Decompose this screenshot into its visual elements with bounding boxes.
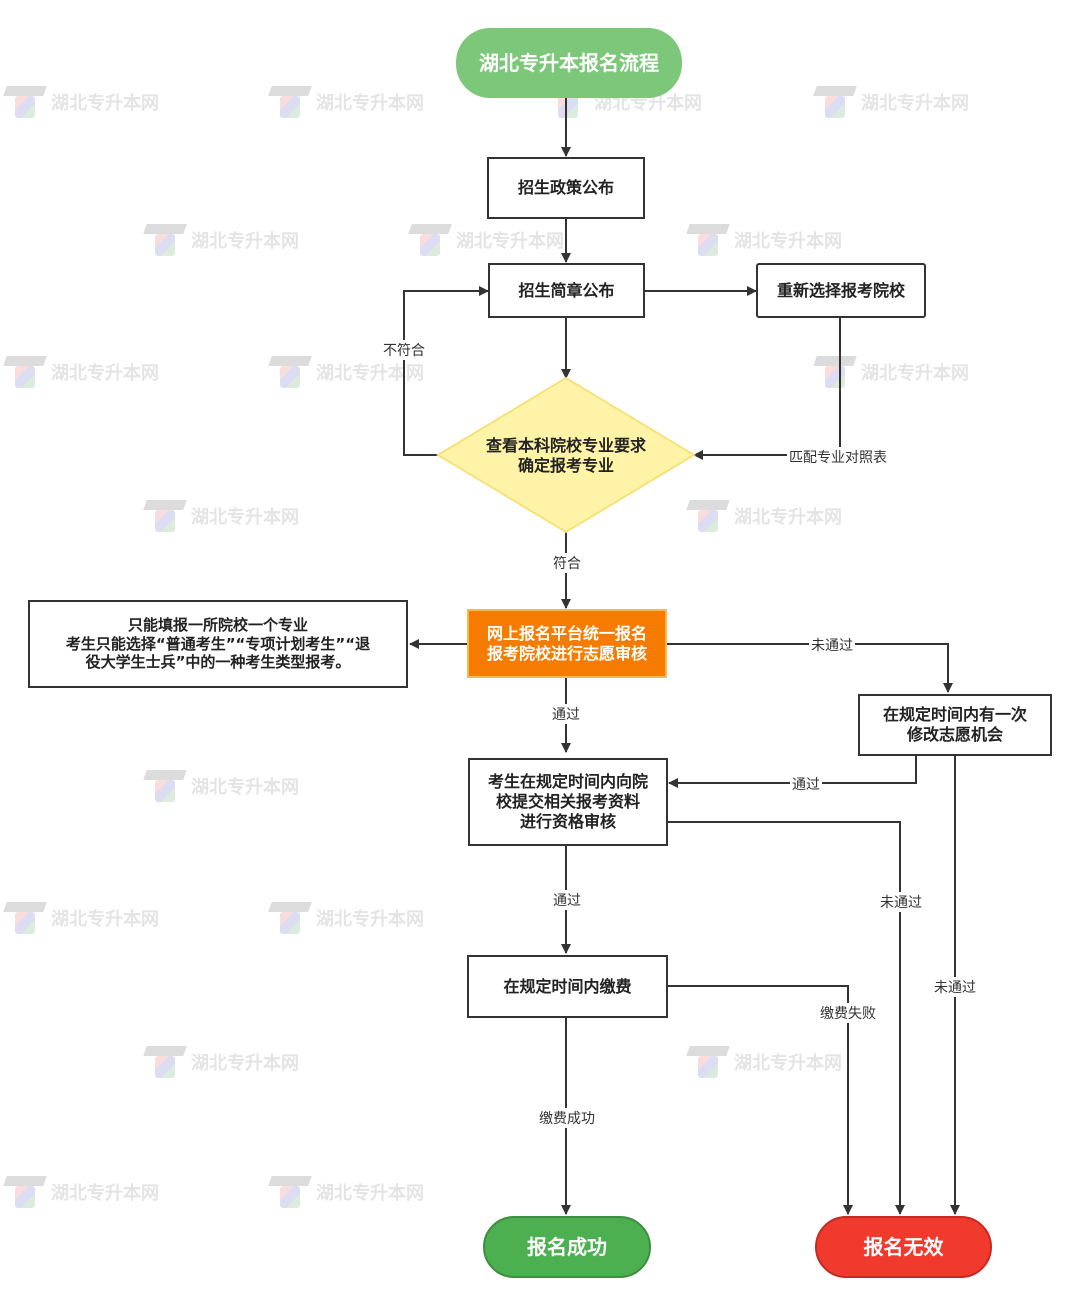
submit-line-1: 考生在规定时间内向院 xyxy=(487,772,648,791)
edge-submit-invalid xyxy=(667,821,905,1215)
reselect-text: 重新选择报考院校 xyxy=(776,280,905,300)
edge-modify-submit xyxy=(668,756,917,788)
note-line-3: 役大学生士兵”中的一种考生类型报考。 xyxy=(85,653,351,672)
online-line-2: 报考院校进行志愿审核 xyxy=(486,643,647,663)
brochure-text: 招生简章公布 xyxy=(518,280,615,300)
modify-line-1: 在规定时间内有一次 xyxy=(882,705,1027,724)
success-text: 报名成功 xyxy=(527,1234,607,1259)
online-line-1: 网上报名平台统一报名 xyxy=(486,623,647,643)
check-node: 查看本科院校专业要求 确定报考专业 xyxy=(466,432,666,480)
label-pay-fail: 缴费失败 xyxy=(818,1003,878,1023)
note-line-2: 考生只能选择“普通考生”“专项计划考生”“退 xyxy=(65,634,371,653)
check-line-2: 确定报考专业 xyxy=(517,456,614,475)
label-pass-online: 通过 xyxy=(550,704,582,724)
brochure-node: 招生简章公布 xyxy=(488,263,645,318)
title-node: 湖北专升本报名流程 xyxy=(456,28,682,98)
success-node: 报名成功 xyxy=(483,1216,651,1278)
label-pass-modify: 通过 xyxy=(790,774,822,794)
label-pass-submit: 通过 xyxy=(551,890,583,910)
reselect-node: 重新选择报考院校 xyxy=(756,263,926,318)
label-not-match: 不符合 xyxy=(381,340,427,360)
edge-check-brochure xyxy=(403,286,489,456)
edge-pay-invalid xyxy=(667,985,853,1215)
label-fail-online: 未通过 xyxy=(809,635,855,655)
invalid-text: 报名无效 xyxy=(863,1234,944,1259)
modify-node: 在规定时间内有一次 修改志愿机会 xyxy=(858,694,1052,756)
online-node: 网上报名平台统一报名 报考院校进行志愿审核 xyxy=(467,609,667,678)
modify-line-2: 修改志愿机会 xyxy=(906,725,1003,744)
label-fail-submit: 未通过 xyxy=(878,892,924,912)
label-fail-modify: 未通过 xyxy=(932,977,978,997)
submit-node: 考生在规定时间内向院 校提交相关报考资料 进行资格审核 xyxy=(468,758,668,846)
edge-online-modify xyxy=(667,643,953,693)
pay-text: 在规定时间内缴费 xyxy=(503,976,632,996)
pay-node: 在规定时间内缴费 xyxy=(467,955,668,1018)
label-match-table: 匹配专业对照表 xyxy=(787,447,889,467)
label-pay-success: 缴费成功 xyxy=(537,1108,597,1128)
check-line-1: 查看本科院校专业要求 xyxy=(485,436,646,455)
policy-node: 招生政策公布 xyxy=(487,157,645,219)
label-match: 符合 xyxy=(551,553,583,573)
note-node: 只能填报一所院校一个专业 考生只能选择“普通考生”“专项计划考生”“退 役大学生… xyxy=(28,600,408,688)
submit-line-3: 进行资格审核 xyxy=(519,812,616,831)
policy-text: 招生政策公布 xyxy=(517,178,614,197)
title-text: 湖北专升本报名流程 xyxy=(479,50,659,75)
invalid-node: 报名无效 xyxy=(815,1216,992,1278)
submit-line-2: 校提交相关报考资料 xyxy=(495,792,640,811)
note-line-1: 只能填报一所院校一个专业 xyxy=(127,615,308,634)
